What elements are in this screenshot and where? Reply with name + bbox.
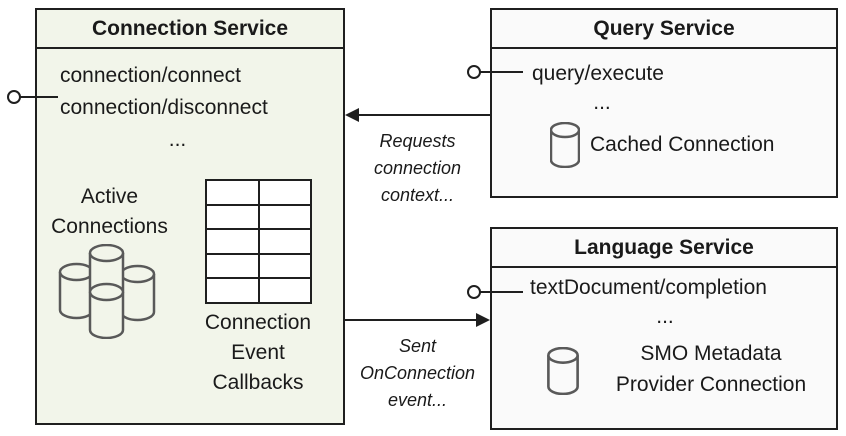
- requests-connection-context-label: Requests connection context...: [373, 131, 462, 205]
- table-cell: [207, 230, 258, 253]
- table-cell: [259, 181, 310, 204]
- method-connection-connect: connection/connect: [60, 64, 241, 87]
- connection-service-methods: connection/connect connection/disconnect…: [60, 60, 295, 156]
- table-cell: [207, 279, 258, 302]
- cached-connection-label: Cached Connection: [590, 133, 775, 156]
- table-cell: [207, 205, 258, 229]
- provided-interface-connector-connection: [7, 90, 58, 104]
- database-icon: [547, 347, 579, 395]
- language-service-methods: textDocument/completion ...: [530, 273, 800, 331]
- table-cell: [259, 205, 310, 229]
- table-cell: [259, 279, 310, 302]
- arrow-connection-to-language: [345, 313, 490, 327]
- table-cell: [259, 254, 310, 278]
- database-icon: [550, 122, 580, 168]
- table-cell: [259, 230, 310, 253]
- method-textdocument-completion: textDocument/completion: [530, 276, 767, 299]
- connection-event-callbacks-label: Connection Event Callbacks: [204, 311, 312, 394]
- sent-onconnection-event-label: Sent OnConnection event...: [359, 336, 476, 410]
- query-service-title: Query Service: [492, 10, 836, 49]
- active-connections-label: Active Connections: [51, 185, 168, 238]
- method-connection-disconnect: connection/disconnect: [60, 96, 268, 119]
- methods-ellipsis: ...: [593, 91, 611, 114]
- language-service-box: Language Service textDocument/completion…: [490, 227, 838, 430]
- connection-service-title: Connection Service: [37, 10, 343, 49]
- language-service-title: Language Service: [492, 229, 836, 268]
- connection-service-box: Connection Service connection/connect co…: [35, 8, 345, 425]
- table-cell: [207, 181, 258, 204]
- arrow-query-to-connection: [345, 108, 490, 122]
- methods-ellipsis: ...: [168, 128, 187, 151]
- provided-interface-connector-language: [467, 285, 523, 299]
- query-service-box: Query Service query/execute ... Cached C…: [490, 8, 838, 198]
- query-service-methods: query/execute ...: [532, 59, 672, 117]
- database-cluster-icon: [58, 244, 156, 339]
- provided-interface-connector-query: [467, 65, 523, 79]
- methods-ellipsis: ...: [656, 305, 674, 328]
- connection-event-callbacks-table: [205, 179, 312, 304]
- table-cell: [207, 254, 258, 278]
- smo-metadata-provider-connection-label: SMO Metadata Provider Connection: [615, 342, 807, 396]
- method-query-execute: query/execute: [532, 62, 664, 85]
